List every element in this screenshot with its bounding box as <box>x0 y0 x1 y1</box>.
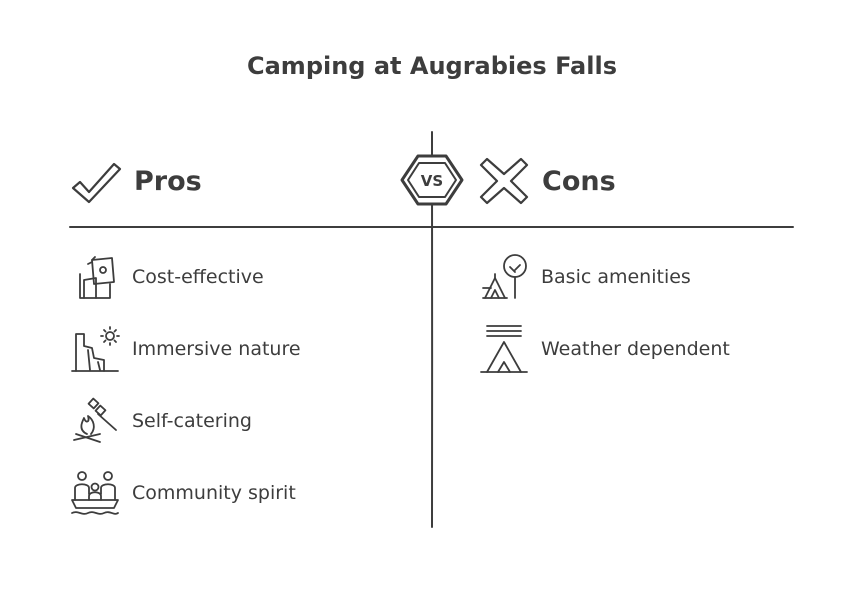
tent-wind-icon <box>480 325 528 373</box>
pros-item-label: Self-catering <box>132 410 252 432</box>
checkmark-icon <box>71 162 122 204</box>
page-title: Camping at Augrabies Falls <box>247 52 617 80</box>
pros-item-label: Cost-effective <box>132 266 264 288</box>
cons-item-label: Weather dependent <box>541 338 730 360</box>
cons-item-basic-amenities: Basic amenities <box>479 251 691 303</box>
vs-label: VS <box>421 172 443 190</box>
people-boat-icon <box>71 471 119 515</box>
pros-item-self-catering: Self-catering <box>70 395 252 447</box>
pros-item-immersive-nature: Immersive nature <box>70 323 301 375</box>
pros-item-label: Community spirit <box>132 482 296 504</box>
cons-item-label: Basic amenities <box>541 266 691 288</box>
campfire-marshmallow-icon <box>73 397 117 443</box>
money-bag-icon <box>79 256 115 299</box>
cons-heading: Cons <box>542 166 616 197</box>
cons-item-weather-dependent: Weather dependent <box>479 323 730 375</box>
tent-tree-icon <box>482 254 527 299</box>
pros-item-label: Immersive nature <box>132 338 301 360</box>
pros-heading: Pros <box>134 166 202 197</box>
cross-icon <box>479 157 529 205</box>
pros-item-community-spirit: Community spirit <box>70 467 296 519</box>
vs-badge-icon: VS <box>400 154 464 206</box>
pros-item-cost-effective: Cost-effective <box>70 251 264 303</box>
waterfall-sun-icon <box>71 326 120 372</box>
